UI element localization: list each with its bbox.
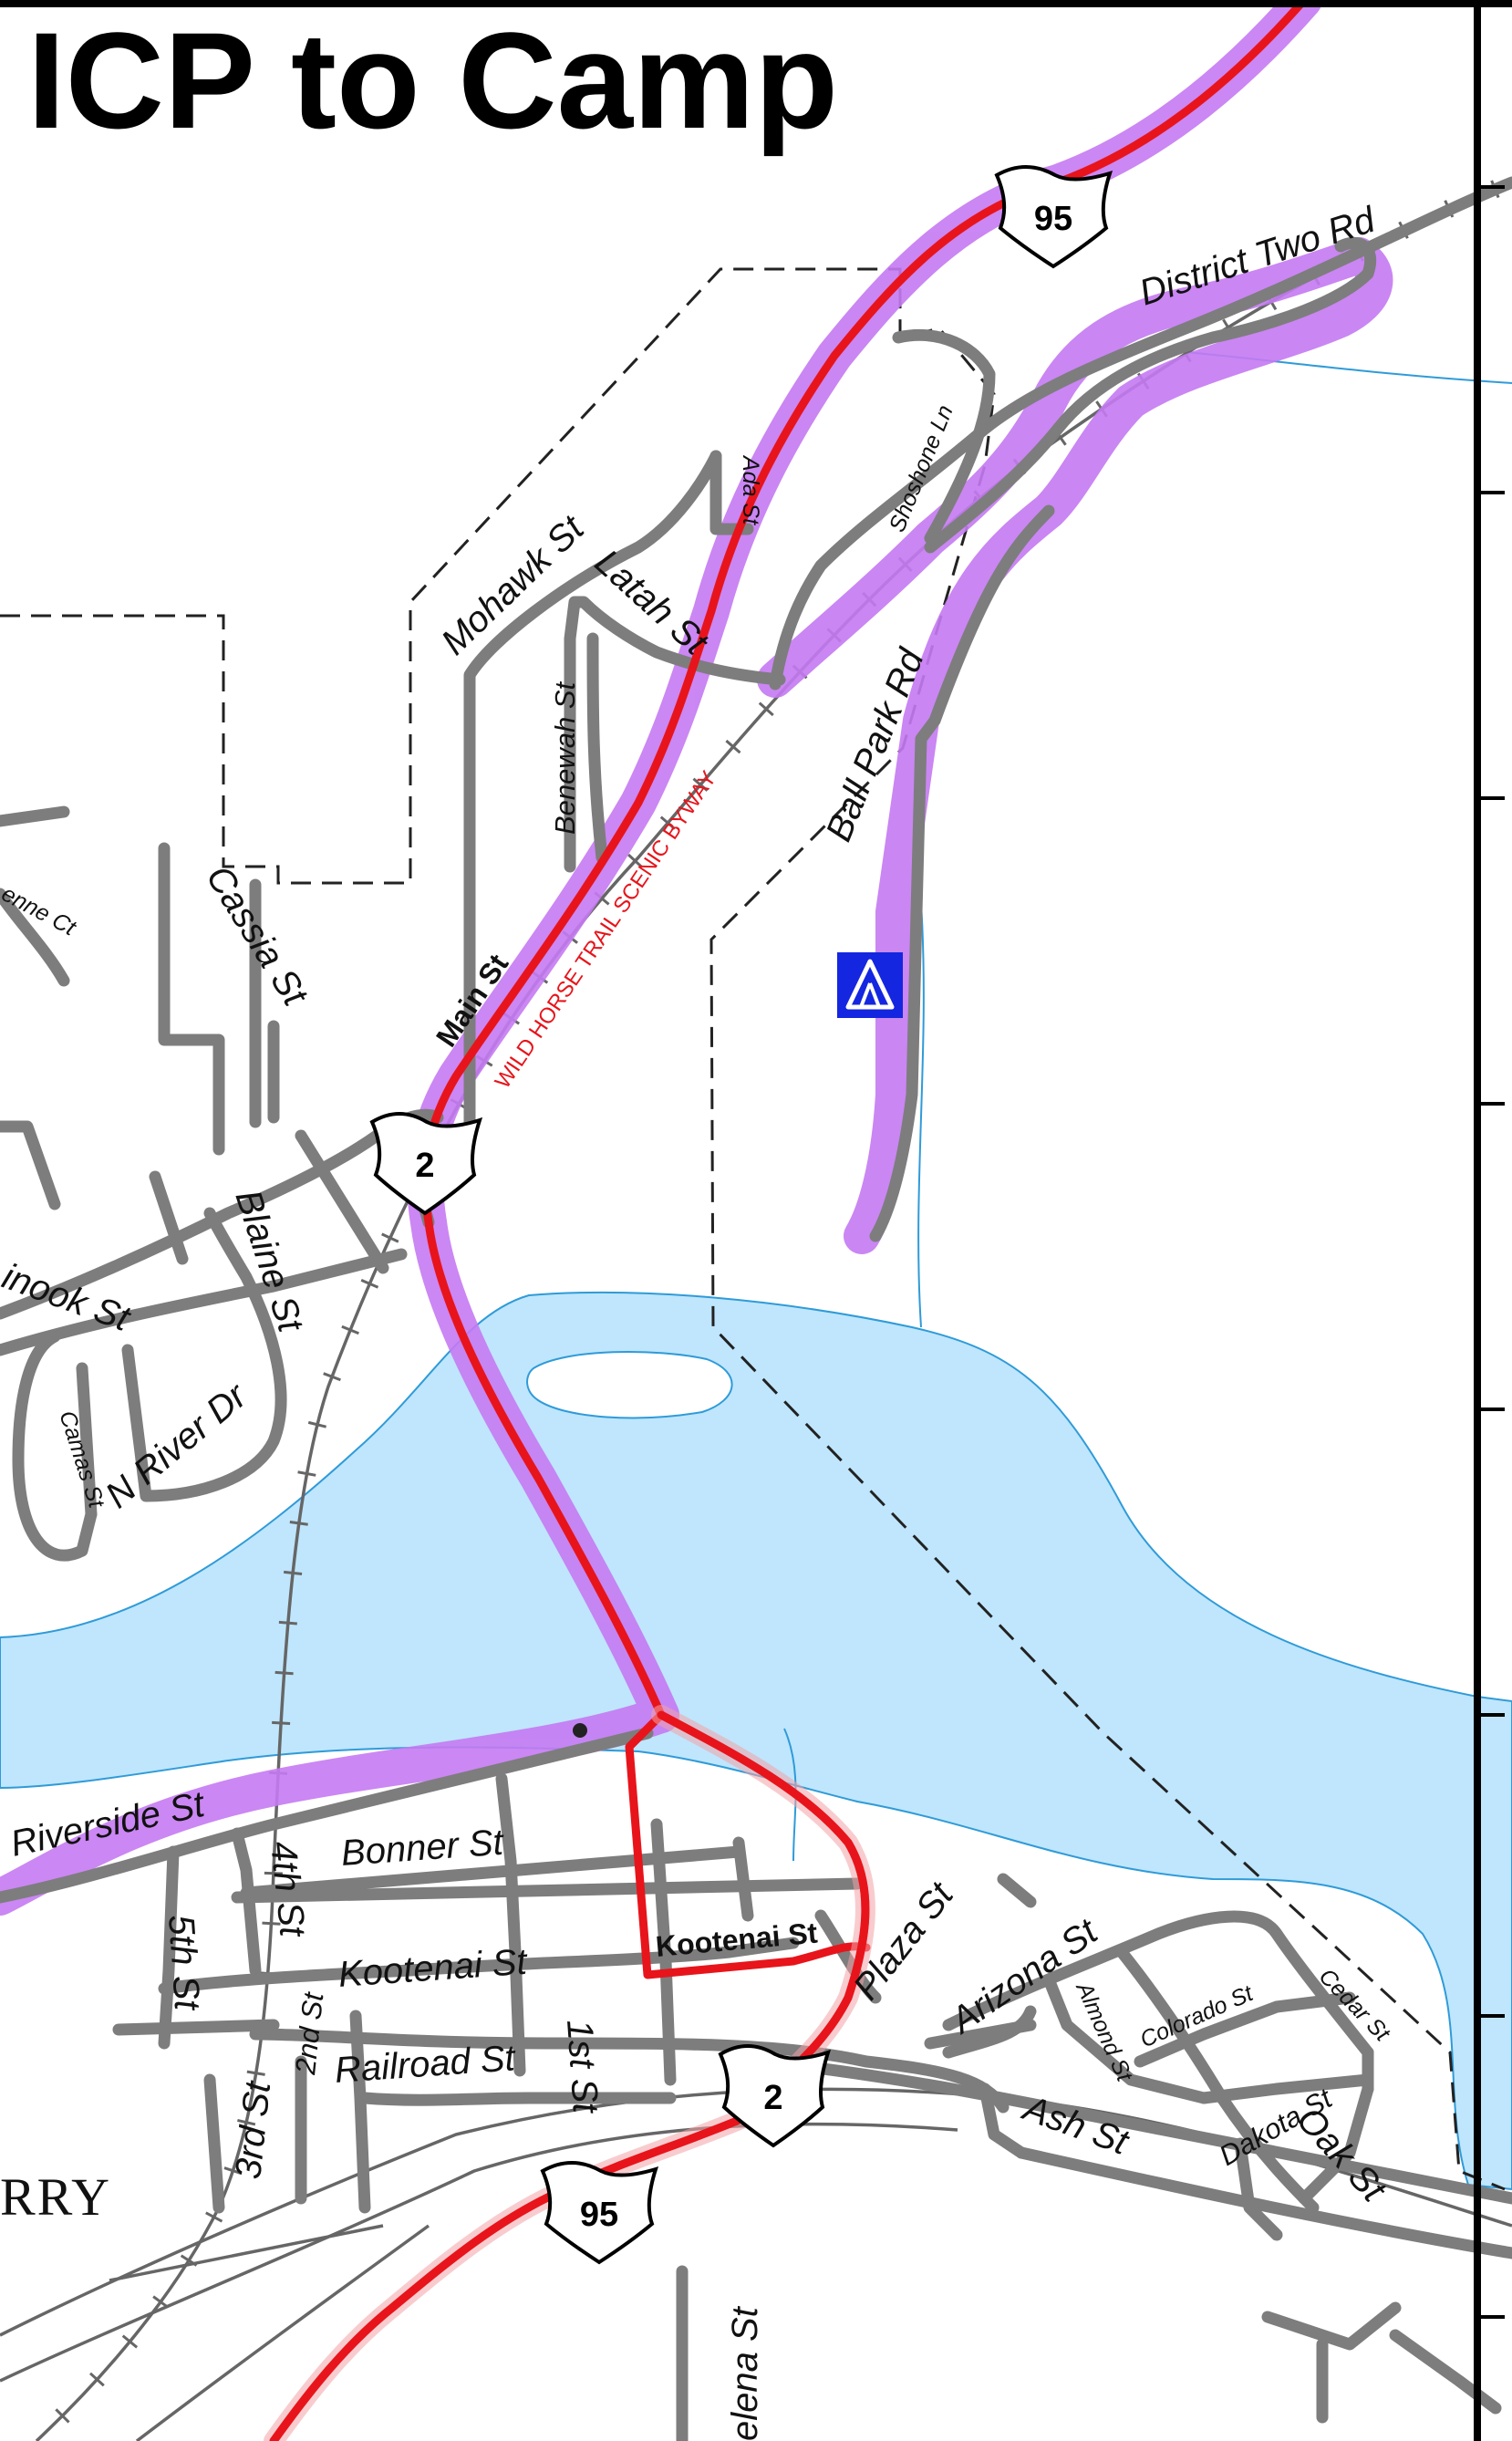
shield-us2-south-number: 2 xyxy=(763,2079,782,2117)
label-kootenai-st-bold: Kootenai St xyxy=(654,1916,819,1963)
river-island xyxy=(526,1351,733,1419)
label-bonner-st: Bonner St xyxy=(340,1823,506,1874)
river xyxy=(0,350,1512,2191)
railroad-tie xyxy=(627,853,643,868)
shield-us95-north-number: 95 xyxy=(1034,200,1072,238)
railroad-tie xyxy=(725,739,741,754)
railroad-tie xyxy=(264,1871,283,1875)
town-name-fragment: RRY xyxy=(0,2167,111,2227)
label-byway: WILD HORSE TRAIL SCENIC BYWAY xyxy=(491,767,722,1094)
creek-east xyxy=(917,902,925,1328)
railroad-tie xyxy=(237,2118,256,2126)
railroad-tie xyxy=(284,1570,303,1576)
railroad-tie xyxy=(758,701,774,717)
railroad-tie xyxy=(360,1278,379,1289)
city-boundary xyxy=(0,267,1506,2191)
railroad-tie xyxy=(341,1324,359,1335)
railroad-tie xyxy=(121,2334,139,2349)
shield-us95-north[interactable]: 95 xyxy=(994,165,1113,269)
railroad-tie xyxy=(659,815,676,830)
railroad-tie xyxy=(223,2166,243,2176)
railroad-tie xyxy=(323,1372,341,1382)
railroad-tie xyxy=(262,1921,281,1926)
shield-us2-north-number: 2 xyxy=(415,1147,434,1185)
frame-ticks xyxy=(1481,185,1505,2319)
label-helena-st: elena St xyxy=(725,2305,765,2441)
map-title: ICP to Camp xyxy=(27,4,838,157)
label-3rd-st: 3rd St xyxy=(228,2078,278,2181)
shield-us95-south[interactable]: 95 xyxy=(540,2161,659,2265)
label-benewah-st: Benewah St xyxy=(549,680,581,835)
railroad-tie xyxy=(307,1420,326,1428)
railroad-tie xyxy=(274,1670,294,1676)
label-1st-st: 1st St xyxy=(559,2019,606,2116)
railroad-tie xyxy=(278,1620,297,1626)
label-kootenai-st: Kootenai St xyxy=(337,1942,530,1995)
bridge-marker-icon xyxy=(573,1723,587,1738)
label-5th-st: 5th St xyxy=(161,1914,207,2013)
shield-us95-south-number: 95 xyxy=(580,2196,618,2234)
railroad-tie xyxy=(381,1232,399,1243)
label-camas-st: Camas St xyxy=(54,1407,109,1511)
label-cheyenne-ct: enne Ct xyxy=(0,881,81,941)
railroad-tie xyxy=(89,2372,105,2387)
railroad-tie xyxy=(205,2211,223,2223)
railroad-tie xyxy=(55,2408,70,2424)
campground-tent-icon[interactable] xyxy=(837,952,903,1018)
label-ada-st: Ada St xyxy=(738,454,763,525)
railroad-tie xyxy=(692,777,709,792)
railroad-tie xyxy=(272,1720,291,1726)
shield-us2-south[interactable]: 2 xyxy=(718,2044,832,2148)
railroad-tie xyxy=(246,2070,265,2076)
railroad-tie xyxy=(289,1520,308,1526)
railroad-tie xyxy=(180,2254,198,2267)
shield-us2-north[interactable]: 2 xyxy=(369,1112,483,1216)
railroad-tie xyxy=(297,1470,316,1477)
label-2nd-st: 2nd St xyxy=(289,1990,329,2077)
railroad-tie xyxy=(152,2295,170,2309)
